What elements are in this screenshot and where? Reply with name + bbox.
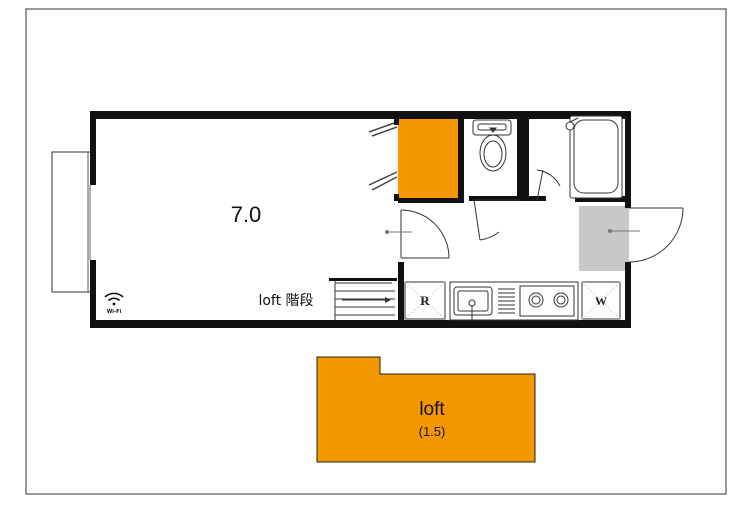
loft-name: loft xyxy=(419,399,445,420)
room-size-label: 7.0 xyxy=(231,202,262,227)
balcony xyxy=(51,151,94,293)
entrance xyxy=(579,206,629,271)
bathtub xyxy=(565,115,623,199)
washer-label: W xyxy=(595,294,607,308)
stove-burners xyxy=(528,292,569,308)
fridge-label: R xyxy=(420,293,430,308)
kitchen-counter xyxy=(449,281,579,321)
loft-stairs xyxy=(334,281,395,320)
light-switches xyxy=(385,229,640,234)
exterior-walls xyxy=(90,111,631,328)
closet xyxy=(398,119,458,199)
interior-walls xyxy=(329,111,631,326)
drainboard xyxy=(498,288,515,314)
room-door xyxy=(400,209,450,259)
entrance-door xyxy=(628,207,684,263)
toilet xyxy=(472,119,512,172)
wifi-label: Wi-Fi xyxy=(107,309,122,315)
loft-area: loft (1.5) xyxy=(316,356,536,463)
closet-doors xyxy=(368,121,398,191)
page-frame xyxy=(25,8,727,495)
refrigerator: R xyxy=(404,281,446,320)
loft-size: (1.5) xyxy=(419,424,446,439)
washing-machine: W xyxy=(581,281,621,320)
bathroom-door xyxy=(473,169,561,241)
wifi-icon xyxy=(104,292,124,306)
stairs-label: loft 階段 xyxy=(258,293,313,309)
